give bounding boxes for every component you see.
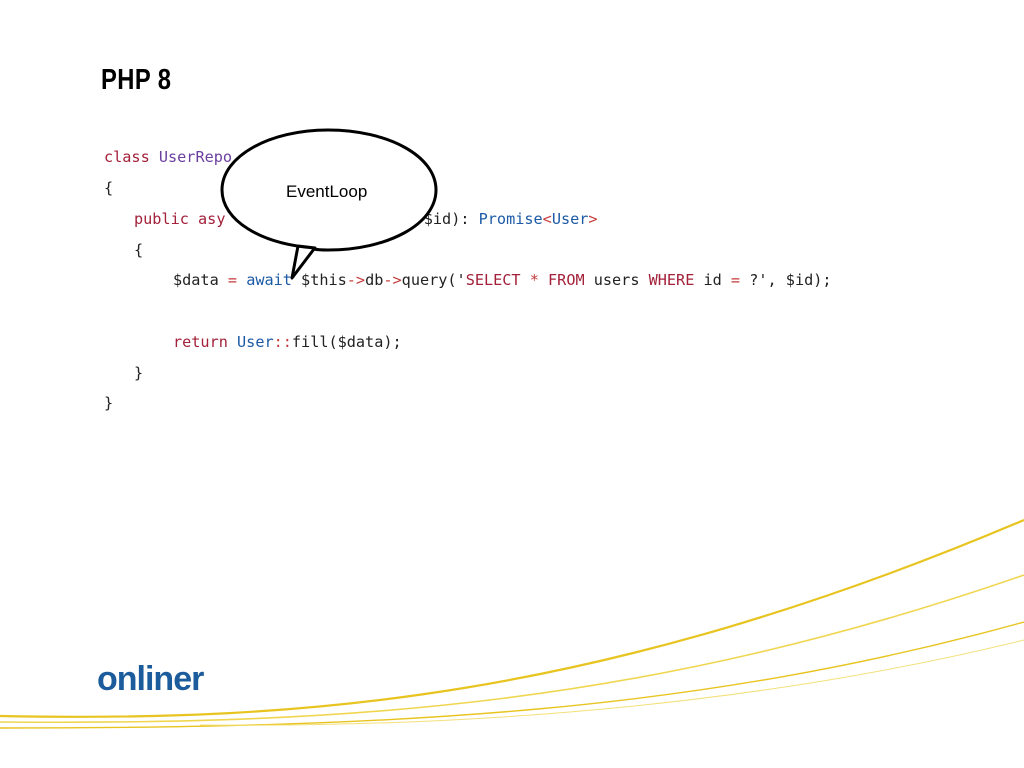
code-line-8: } <box>104 392 113 414</box>
code-token: db <box>365 271 384 289</box>
speech-bubble <box>220 128 438 280</box>
code-token: = <box>730 271 741 289</box>
code-line-1: class UserRepo <box>104 146 232 168</box>
code-token: query(' <box>401 271 466 289</box>
code-token: FROM <box>548 271 585 289</box>
code-token: } <box>134 364 144 382</box>
slide-title: PHP 8 <box>101 64 172 96</box>
code-token: $this <box>291 271 347 289</box>
code-token: asy <box>198 210 226 228</box>
code-token: id <box>694 271 731 289</box>
code-token: -> <box>383 271 402 289</box>
code-token: $data <box>173 271 228 289</box>
onliner-logo: onliner <box>97 660 204 698</box>
code-token: fill($data); <box>291 333 402 351</box>
code-token: :: <box>273 333 292 351</box>
code-token: User <box>237 333 274 351</box>
code-token <box>539 271 548 289</box>
code-line-5: $data = await $this->db->query('SELECT *… <box>173 269 832 291</box>
code-token: { <box>104 179 114 197</box>
code-token: $id): <box>414 210 479 228</box>
code-token: User <box>551 210 589 228</box>
code-line-3: public asyt $id): Promise<User> <box>134 208 598 230</box>
code-token: UserRepo <box>158 148 233 166</box>
code-token: -> <box>346 271 366 289</box>
code-token: * <box>529 271 539 289</box>
code-token: Promise <box>478 210 543 228</box>
code-token: } <box>104 394 114 412</box>
code-token: class <box>104 148 150 166</box>
code-line-4: { <box>134 239 143 261</box>
code-token: > <box>588 210 598 228</box>
code-token: await <box>246 271 292 289</box>
code-token: { <box>134 241 144 259</box>
code-token: return <box>173 333 228 351</box>
code-token: = <box>227 271 238 289</box>
code-line-6: return User::fill($data); <box>173 331 402 353</box>
code-line-7: } <box>134 362 143 384</box>
code-token: users <box>584 271 649 289</box>
code-token <box>228 333 237 351</box>
code-token: ?', $id); <box>740 271 832 289</box>
code-token: public <box>134 210 189 228</box>
code-line-2: { <box>104 177 113 199</box>
code-token: < <box>542 210 552 228</box>
callout-label: EventLoop <box>286 182 368 201</box>
code-token: WHERE <box>648 271 695 289</box>
code-token: SELECT <box>465 271 521 289</box>
code-token <box>521 271 530 289</box>
